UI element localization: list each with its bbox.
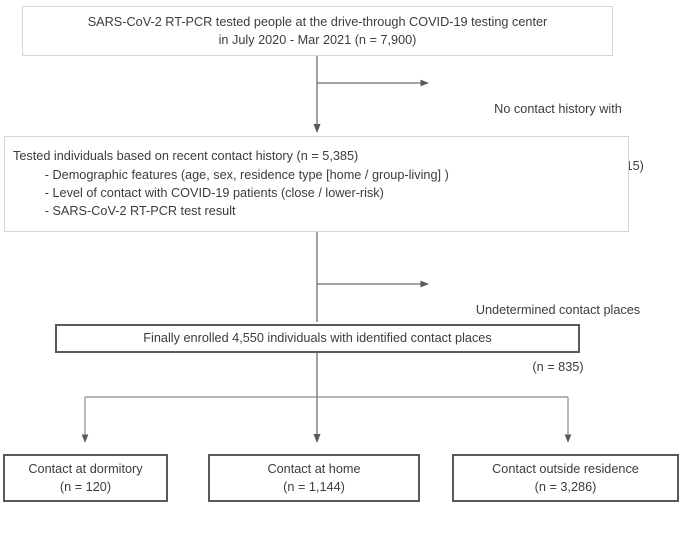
final-enrolled-line1: Finally enrolled 4,550 individuals with … [143,331,492,346]
tested-with-contact-line3: - Level of contact with COVID-19 patient… [13,186,384,200]
contact-outside-line1: Contact outside residence [492,461,639,476]
contact-dormitory-line1: Contact at dormitory [28,461,143,476]
node-contact-outside: Contact outside residence (n = 3,286) [452,454,679,502]
excluded-undetermined-line2: (n = 835) [532,360,584,375]
node-contact-dormitory: Contact at dormitory (n = 120) [3,454,168,502]
contact-home-line2: (n = 1,144) [283,480,345,494]
excluded-no-contact-line1: No contact history with [494,102,622,117]
node-source-population: SARS-CoV-2 RT-PCR tested people at the d… [22,6,613,56]
tested-with-contact-line4: - SARS-CoV-2 RT-PCR test result [13,204,236,219]
node-final-enrolled: Finally enrolled 4,550 individuals with … [55,324,580,353]
node-tested-with-contact: Tested individuals based on recent conta… [4,136,629,232]
contact-home-line1: Contact at home [267,461,361,476]
label-outside-breakdown: - Close contact : n = 1,034 - Lower-risk… [466,509,681,543]
contact-dormitory-line2: (n = 120) [59,480,112,494]
node-contact-home: Contact at home (n = 1,144) [208,454,420,502]
source-population-line1: SARS-CoV-2 RT-PCR tested people at the d… [87,14,548,29]
tested-with-contact-line1: Tested individuals based on recent conta… [13,149,359,164]
contact-outside-line2: (n = 3,286) [534,480,597,494]
label-excluded-undetermined: Undetermined contact places (n = 835) [434,263,682,415]
tested-with-contact-line2: - Demographic features (age, sex, reside… [13,167,449,182]
excluded-undetermined-line1: Undetermined contact places [475,303,641,318]
source-population-line2: in July 2020 - Mar 2021 (n = 7,900) [218,33,417,47]
